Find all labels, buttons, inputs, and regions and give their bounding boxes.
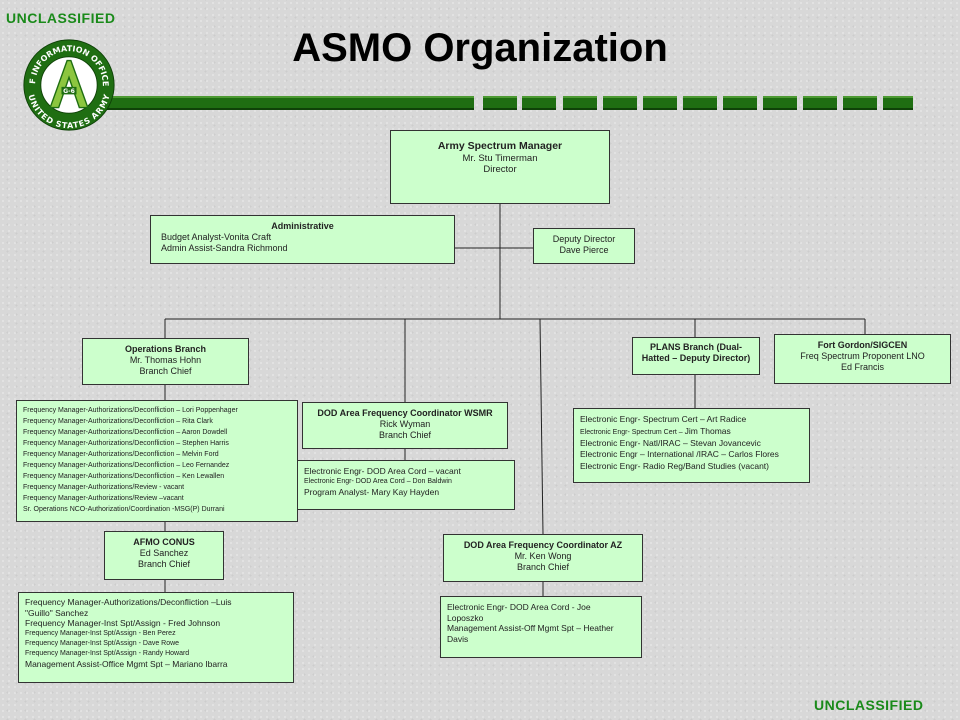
classification-top: UNCLASSIFIED	[6, 10, 116, 26]
operations-staff-line: Frequency Manager-Authorizations/Deconfl…	[23, 473, 225, 480]
afmo-staff-line: Frequency Manager-Inst Spt/Assign - Dave…	[25, 639, 180, 647]
director-role: Director	[483, 164, 517, 175]
operations-staff-line: Frequency Manager-Authorizations/Deconfl…	[23, 407, 238, 414]
operations-role: Branch Chief	[139, 366, 192, 376]
director-box: Army Spectrum Manager Mr. Stu Timerman D…	[390, 130, 610, 204]
director-title: Army Spectrum Manager	[437, 140, 563, 152]
wsmr-name: Rick Wyman	[379, 419, 431, 429]
afmo-role: Branch Chief	[137, 559, 191, 569]
plans-staff-line: Electronic Engr- Radio Reg/Band Studies …	[580, 460, 769, 471]
operations-staff-line: Frequency Manager-Authorizations/Deconfl…	[23, 462, 230, 469]
cio-g6-logo: CHIEF INFORMATION OFFICE/CIO UNITED STAT…	[22, 38, 115, 131]
operations-name: Mr. Thomas Hohn	[129, 355, 202, 365]
afmo-staff-line: Frequency Manager-Inst Spt/Assign - Rand…	[25, 649, 190, 657]
header-bar-segment	[763, 96, 797, 110]
plans-staff-line: Electronic Engr- Natl/IRAC – Stevan Jova…	[580, 437, 761, 448]
wsmr-box: DOD Area Frequency Coordinator WSMR Rick…	[302, 402, 508, 449]
classification-bottom: UNCLASSIFIED	[814, 697, 924, 713]
operations-staff-line: Frequency Manager-Authorizations/Review …	[23, 484, 185, 491]
army-a-icon	[49, 59, 89, 109]
header-bar-segment	[522, 96, 556, 110]
plans-staff-line: Electronic Engr – International /IRAC – …	[580, 449, 779, 459]
header-bar-segment	[683, 96, 717, 110]
fort-gordon-title: Fort Gordon/SIGCEN	[817, 340, 908, 350]
az-role: Branch Chief	[516, 562, 570, 572]
header-bar-segment	[96, 96, 474, 110]
afmo-staff-line: Frequency Manager-Authorizations/Deconfl…	[25, 597, 232, 607]
operations-staff-line: Frequency Manager-Authorizations/Review …	[23, 495, 184, 502]
header-bar-segment	[843, 96, 877, 110]
logo-badge: G-6	[63, 88, 75, 95]
afmo-staff-line: Frequency Manager-Inst Spt/Assign - Ben …	[25, 629, 176, 637]
header-bar-segment	[603, 96, 637, 110]
operations-staff-line: Frequency Manager-Authorizations/Deconfl…	[23, 418, 213, 425]
wsmr-staff-box: Electronic Engr- DOD Area Cord – vacant …	[297, 460, 515, 510]
az-title: DOD Area Frequency Coordinator AZ	[463, 540, 623, 550]
plans-branch-box: PLANS Branch (Dual-Hatted – Deputy Direc…	[632, 337, 760, 375]
plans-staff-line-2a: Electronic Engr- Spectrum Cert –	[580, 428, 685, 436]
plans-title: PLANS Branch (Dual-Hatted – Deputy Direc…	[641, 342, 751, 363]
admin-line: Budget Analyst-Vonita Craft	[161, 232, 272, 242]
afmo-conus-box: AFMO CONUS Ed Sanchez Branch Chief	[104, 531, 224, 580]
deputy-director-box: Deputy Director Dave Pierce	[533, 228, 635, 264]
az-box: DOD Area Frequency Coordinator AZ Mr. Ke…	[443, 534, 643, 582]
wsmr-staff-line: Electronic Engr- DOD Area Cord – Don Bal…	[304, 477, 452, 485]
az-name: Mr. Ken Wong	[514, 551, 572, 561]
page-title: ASMO Organization	[292, 26, 668, 70]
afmo-staff-line: Management Assist-Office Mgmt Spt – Mari…	[25, 658, 228, 669]
header-bar-segment	[563, 96, 597, 110]
wsmr-role: Branch Chief	[378, 430, 432, 440]
fort-gordon-line: Freq Spectrum Proponent LNO	[800, 351, 925, 361]
header-bar-segment	[723, 96, 757, 110]
director-name: Mr. Stu Timerman	[462, 153, 538, 164]
plans-staff-line-2b: Jim Thomas	[684, 425, 731, 436]
plans-staff-line-2: Electronic Engr- Spectrum Cert – Jim Tho…	[580, 426, 803, 438]
administrative-title: Administrative	[271, 221, 334, 231]
header-bar-segment	[883, 96, 913, 110]
plans-staff-line: Electronic Engr- Spectrum Cert – Art Rad…	[580, 414, 747, 424]
afmo-title: AFMO CONUS	[133, 537, 195, 547]
operations-staff-line: Frequency Manager-Authorizations/Deconfl…	[23, 429, 228, 436]
afmo-name: Ed Sanchez	[139, 548, 189, 558]
operations-branch-box: Operations Branch Mr. Thomas Hohn Branch…	[82, 338, 249, 385]
deputy-name: Dave Pierce	[559, 245, 609, 255]
operations-staff-line: Sr. Operations NCO-Authorization/Coordin…	[23, 506, 225, 513]
wsmr-title: DOD Area Frequency Coordinator WSMR	[317, 408, 493, 418]
az-staff-line: Management Assist-Off Mgmt Spt – Heather…	[447, 623, 614, 644]
admin-line: Admin Assist-Sandra Richmond	[161, 243, 288, 253]
operations-staff-line: Frequency Manager-Authorizations/Deconfl…	[23, 440, 229, 447]
afmo-staff-line: Frequency Manager-Inst Spt/Assign - Fred…	[25, 618, 221, 628]
header-bar-segment	[483, 96, 517, 110]
header-bar-segment	[803, 96, 837, 110]
administrative-box: Administrative Budget Analyst-Vonita Cra…	[150, 215, 455, 264]
wsmr-staff-line: Electronic Engr- DOD Area Cord – vacant	[304, 466, 461, 476]
afmo-staff-box: Frequency Manager-Authorizations/Deconfl…	[18, 592, 294, 683]
plans-staff-box: Electronic Engr- Spectrum Cert – Art Rad…	[573, 408, 810, 483]
wsmr-staff-line: Program Analyst- Mary Kay Hayden	[304, 486, 440, 497]
fort-gordon-line: Ed Francis	[840, 362, 884, 372]
fort-gordon-box: Fort Gordon/SIGCEN Freq Spectrum Propone…	[774, 334, 951, 384]
deputy-role: Deputy Director	[552, 234, 616, 244]
header-bar-segment	[643, 96, 677, 110]
operations-title: Operations Branch	[124, 344, 207, 354]
operations-staff-line: Frequency Manager-Authorizations/Deconfl…	[23, 451, 219, 458]
logo-badge-bg	[61, 86, 77, 95]
operations-staff-box: Frequency Manager-Authorizations/Deconfl…	[16, 400, 298, 522]
az-staff-line: Electronic Engr- DOD Area Cord - Joe Lop…	[447, 602, 591, 623]
connector-az	[539, 318, 544, 535]
az-staff-box: Electronic Engr- DOD Area Cord - Joe Lop…	[440, 596, 642, 658]
afmo-staff-line: "Guillo" Sanchez	[25, 607, 89, 618]
